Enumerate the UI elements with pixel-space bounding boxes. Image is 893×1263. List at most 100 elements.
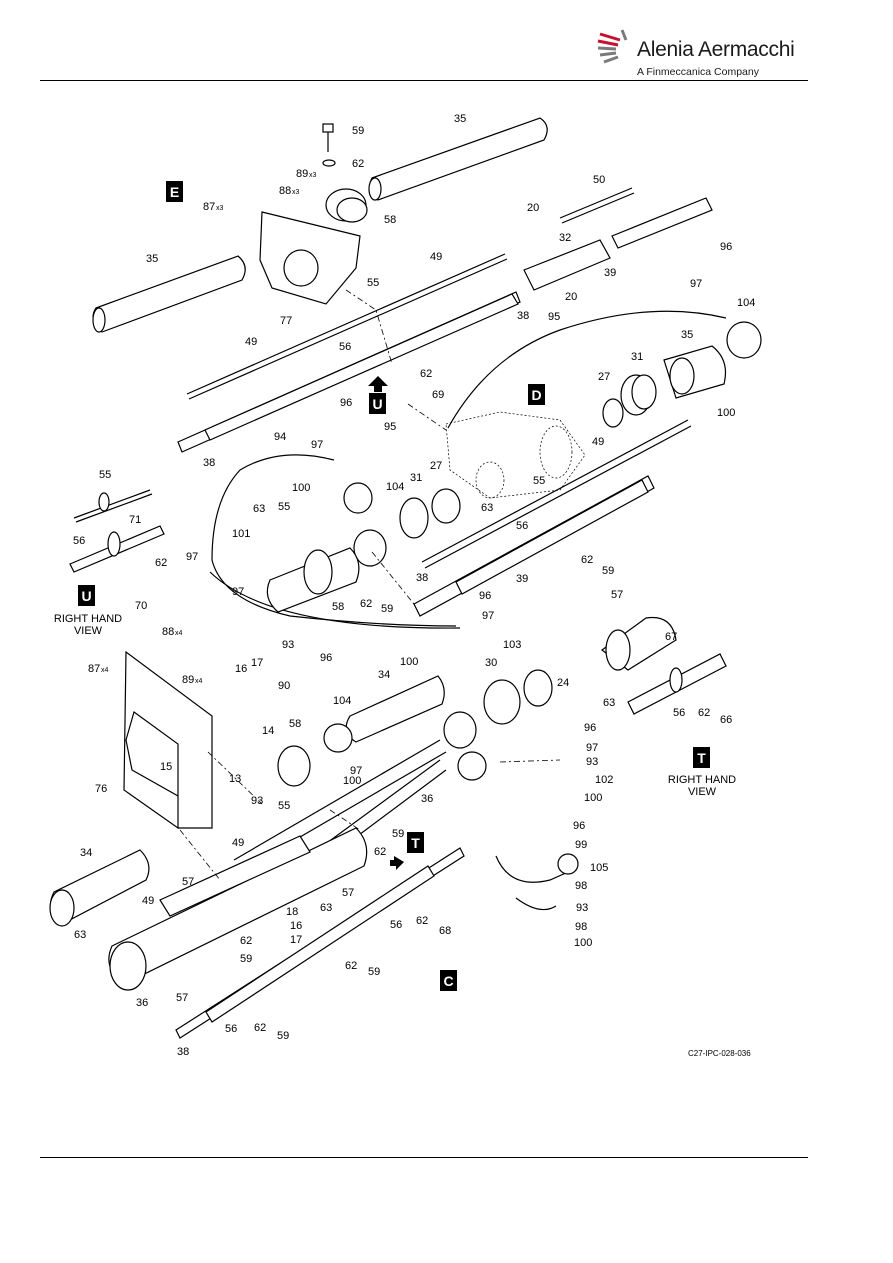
callout-55: 55 [99, 469, 111, 481]
callout-56: 56 [516, 520, 528, 532]
callout-27: 27 [430, 460, 442, 472]
callout-quantity: x4 [195, 678, 203, 685]
callout-38: 38 [416, 572, 428, 584]
callout-67: 67 [665, 631, 677, 643]
callout-100: 100 [584, 792, 602, 804]
callout-97: 97 [232, 586, 244, 598]
callout-104: 104 [386, 481, 404, 493]
callout-97: 97 [186, 551, 198, 563]
callout-59: 59 [602, 565, 614, 577]
callout-99: 99 [575, 839, 587, 851]
callout-63: 63 [481, 502, 493, 514]
callout-15: 15 [160, 761, 172, 773]
callout-62: 62 [155, 557, 167, 569]
callout-17: 17 [251, 657, 263, 669]
callout-63: 63 [253, 503, 265, 515]
callout-57: 57 [611, 589, 623, 601]
callout-62: 62 [240, 935, 252, 947]
callout-38: 38 [203, 457, 215, 469]
callout-97: 97 [311, 439, 323, 451]
callout-96: 96 [479, 590, 491, 602]
callout-101: 101 [232, 528, 250, 540]
callout-59: 59 [352, 125, 364, 137]
callout-59: 59 [368, 966, 380, 978]
svg-text:U: U [81, 588, 91, 604]
view-badge-d: D [528, 384, 545, 405]
callout-88: 88 [279, 185, 291, 197]
callout-62: 62 [374, 846, 386, 858]
callout-93: 93 [282, 639, 294, 651]
callout-59: 59 [381, 603, 393, 615]
view-badge-t-main: T [407, 832, 424, 853]
diagram-drawing [49, 117, 762, 1039]
callout-38: 38 [517, 310, 529, 322]
callout-56: 56 [390, 919, 402, 931]
callout-93: 93 [251, 795, 263, 807]
callout-102: 102 [595, 774, 613, 786]
callout-57: 57 [176, 992, 188, 1004]
callout-49: 49 [430, 251, 442, 263]
callout-36: 36 [136, 997, 148, 1009]
callout-30: 30 [485, 657, 497, 669]
callout-70: 70 [135, 600, 147, 612]
callout-55: 55 [533, 475, 545, 487]
callout-63: 63 [603, 697, 615, 709]
svg-text:C: C [443, 973, 453, 989]
callout-quantity: x3 [216, 205, 224, 212]
callout-quantity: x4 [175, 630, 183, 637]
logo-mark-icon [597, 29, 628, 64]
callout-34: 34 [80, 847, 92, 859]
view-badge-u-main: U [369, 393, 386, 414]
callout-97: 97 [586, 742, 598, 754]
brand-subtitle: A Finmeccanica Company [637, 66, 759, 78]
svg-text:T: T [697, 750, 706, 766]
callout-89: 89 [296, 168, 308, 180]
callout-34: 34 [378, 669, 390, 681]
callout-98: 98 [575, 880, 587, 892]
callout-14: 14 [262, 725, 274, 737]
callout-95: 95 [384, 421, 396, 433]
callout-35: 35 [681, 329, 693, 341]
callout-96: 96 [320, 652, 332, 664]
callout-62: 62 [698, 707, 710, 719]
callout-32: 32 [559, 232, 571, 244]
t-view-caption-2: VIEW [688, 786, 717, 798]
callout-90: 90 [278, 680, 290, 692]
callout-35: 35 [454, 113, 466, 125]
callout-56: 56 [673, 707, 685, 719]
callout-63: 63 [320, 902, 332, 914]
callout-24: 24 [557, 677, 569, 689]
callout-89: 89 [182, 674, 194, 686]
svg-text:T: T [411, 835, 420, 851]
callout-58: 58 [289, 718, 301, 730]
figure-reference: C27-IPC-028-036 [688, 1049, 751, 1058]
callout-96: 96 [584, 722, 596, 734]
header-rule [40, 80, 808, 81]
callout-59: 59 [277, 1030, 289, 1042]
callout-56: 56 [73, 535, 85, 547]
callout-quantity: x3 [309, 172, 317, 179]
callout-39: 39 [604, 267, 616, 279]
callout-17: 17 [290, 934, 302, 946]
callout-95: 95 [548, 311, 560, 323]
callout-96: 96 [573, 820, 585, 832]
callout-62: 62 [345, 960, 357, 972]
callout-59: 59 [240, 953, 252, 965]
svg-text:D: D [531, 387, 541, 403]
callout-quantity: x4 [101, 667, 109, 674]
callout-103: 103 [503, 639, 521, 651]
callout-104: 104 [737, 297, 755, 309]
callout-16: 16 [290, 920, 302, 932]
callout-68: 68 [439, 925, 451, 937]
callout-97: 97 [482, 610, 494, 622]
callout-49: 49 [142, 895, 154, 907]
callout-13: 13 [229, 773, 241, 785]
callout-62: 62 [420, 368, 432, 380]
callout-62: 62 [360, 598, 372, 610]
callout-20: 20 [565, 291, 577, 303]
callout-58: 58 [384, 214, 396, 226]
callout-31: 31 [410, 472, 422, 484]
callout-39: 39 [516, 573, 528, 585]
